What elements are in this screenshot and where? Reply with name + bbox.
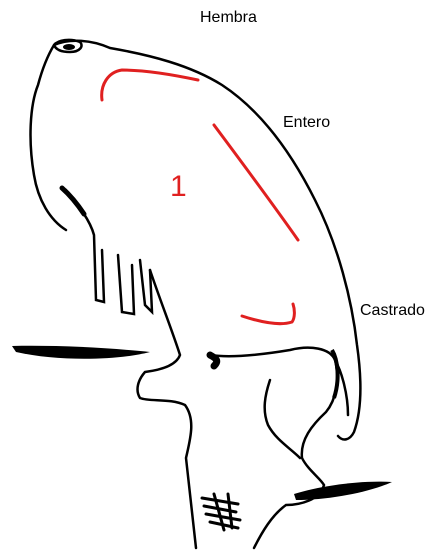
pig-leg-front-1 (66, 190, 104, 302)
pig-belly-shade (62, 188, 84, 214)
label-number-1: 1 (170, 172, 187, 202)
shadow-right (294, 482, 392, 500)
red-mark-rump (242, 304, 294, 324)
label-castrado: Castrado (360, 303, 425, 319)
pig-body-outline (31, 41, 361, 440)
shadow-left (12, 346, 150, 359)
label-entero: Entero (283, 115, 330, 131)
pig-hind-inner (265, 360, 348, 458)
pig-leg-front-2 (118, 255, 152, 314)
pig-belly-line (138, 270, 196, 548)
pig-ear-spot (63, 44, 75, 50)
pig-hatch-marks (202, 494, 240, 530)
red-mark-back (214, 125, 298, 240)
pig-hoof-mark (210, 355, 217, 366)
red-mark-shoulder (102, 70, 198, 100)
label-hembra: Hembra (200, 10, 257, 26)
